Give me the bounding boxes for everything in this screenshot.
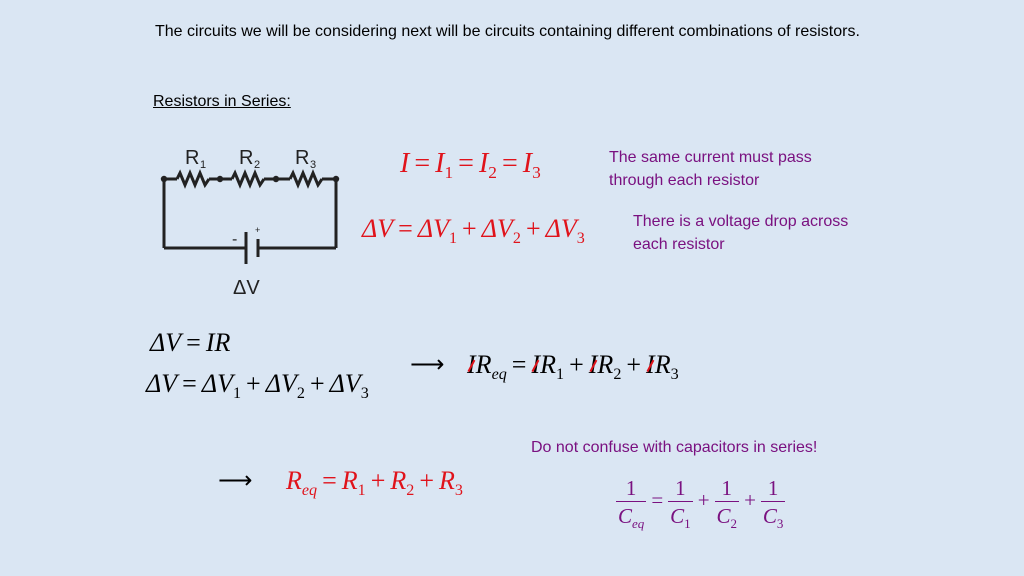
battery-minus: - [232, 231, 237, 248]
equivalent-resistance-equation: Req=R1+R2+R3 [286, 466, 463, 499]
voltage-note: There is a voltage drop across each resi… [633, 213, 849, 253]
voltage-sum-equation: ΔV=ΔV1+ΔV2+ΔV3 [146, 369, 369, 402]
r3-label: R [295, 147, 309, 169]
arrow-icon: ⟶ [410, 351, 445, 378]
ohms-law-equation: ΔV=IR [150, 328, 231, 357]
resistor-r2 [230, 169, 266, 189]
capacitor-note: Do not confuse with capacitors in series… [531, 439, 818, 456]
current-resistance-equation: IReq=IR1+IR2+IR3 [467, 350, 679, 383]
r3-sub: 3 [310, 159, 316, 171]
section-heading: Resistors in Series: [153, 93, 291, 110]
current-note: The same current must pass through each … [609, 149, 812, 189]
r1-label: R [185, 147, 199, 169]
series-circuit-diagram: R 1 R 2 R 3 - + ΔV [160, 147, 340, 299]
intro-text: The circuits we will be considering next… [155, 23, 860, 40]
r1-sub: 1 [200, 159, 206, 171]
resistor-r1 [175, 169, 211, 189]
battery-label: ΔV [233, 277, 260, 299]
r2-label: R [239, 147, 253, 169]
current-equation: I=I1=I2=I3 [400, 148, 541, 183]
r2-sub: 2 [254, 159, 260, 171]
resistor-r3 [288, 169, 324, 189]
battery-plus: + [255, 225, 260, 235]
voltage-equation: ΔV=ΔV1+ΔV2+ΔV3 [362, 214, 585, 247]
arrow-icon: ⟶ [218, 467, 253, 494]
